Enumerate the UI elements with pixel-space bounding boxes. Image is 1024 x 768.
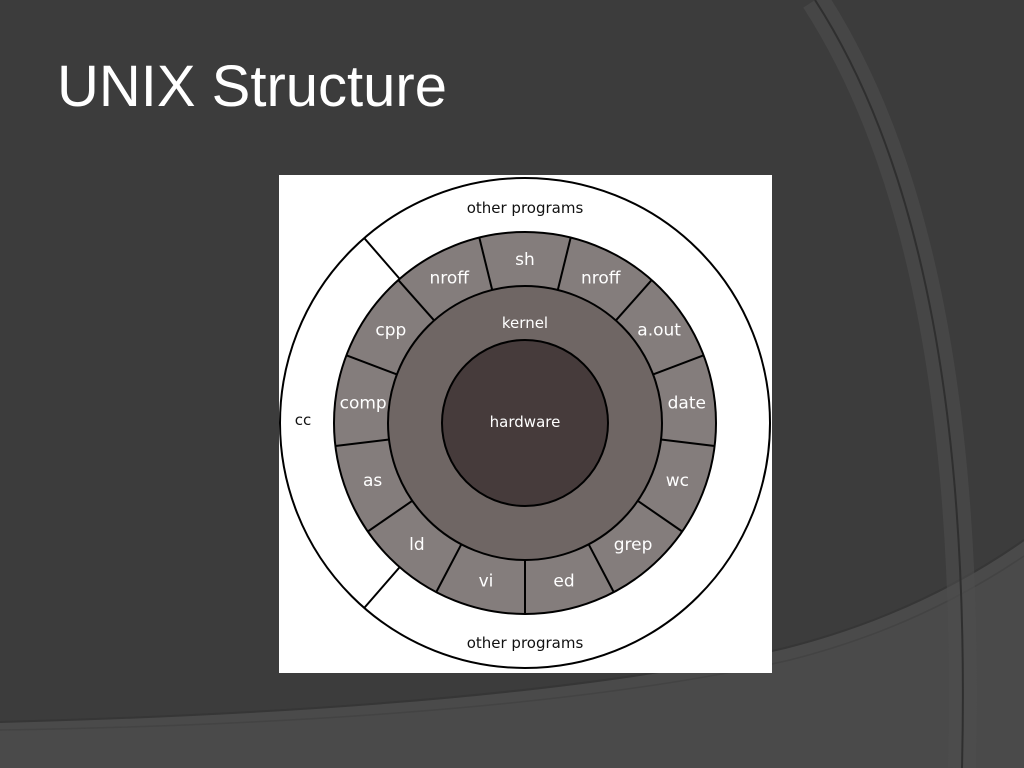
utility-label-comp: comp — [340, 393, 387, 413]
hardware-core — [441, 339, 609, 507]
utility-divider — [335, 438, 390, 448]
utility-divider — [652, 354, 704, 376]
cc-divider-top — [363, 237, 401, 280]
cc-label: cc — [295, 411, 312, 429]
utility-label-ld: ld — [409, 535, 425, 555]
utility-label-ed: ed — [553, 571, 574, 591]
utility-label-wc: wc — [666, 471, 689, 491]
utility-label-sh: sh — [515, 250, 535, 270]
utility-divider — [587, 543, 615, 593]
utility-divider — [660, 438, 715, 448]
utility-divider — [346, 354, 398, 376]
utility-divider — [367, 500, 413, 533]
utility-label-as: as — [363, 471, 382, 491]
diagram-panel: sh nroff a.out date wc grep ed vi ld as comp cpp nro… — [279, 175, 772, 673]
utility-divider — [435, 543, 463, 593]
utility-label-cpp: cpp — [375, 320, 406, 340]
utility-label-grep: grep — [614, 535, 653, 555]
other-programs-top-label: other programs — [467, 199, 584, 217]
utility-label-nroff: nroff — [581, 269, 622, 289]
utility-divider — [637, 500, 683, 533]
cc-divider-bottom — [363, 566, 401, 609]
utility-divider — [615, 279, 653, 322]
utility-label-nroff: nroff — [429, 269, 470, 289]
utility-divider — [397, 279, 435, 322]
kernel-label: kernel — [502, 314, 548, 332]
other-programs-bottom-label: other programs — [467, 634, 584, 652]
utility-divider — [556, 237, 572, 291]
utility-label-aout: a.out — [637, 320, 681, 340]
hardware-label: hardware — [490, 413, 561, 431]
unix-structure-diagram: sh nroff a.out date wc grep ed vi ld as comp cpp nro… — [279, 177, 771, 669]
utility-label-vi: vi — [479, 571, 494, 591]
utility-divider — [478, 237, 494, 291]
utility-label-date: date — [668, 393, 706, 413]
slide-title: UNIX Structure — [57, 54, 447, 119]
